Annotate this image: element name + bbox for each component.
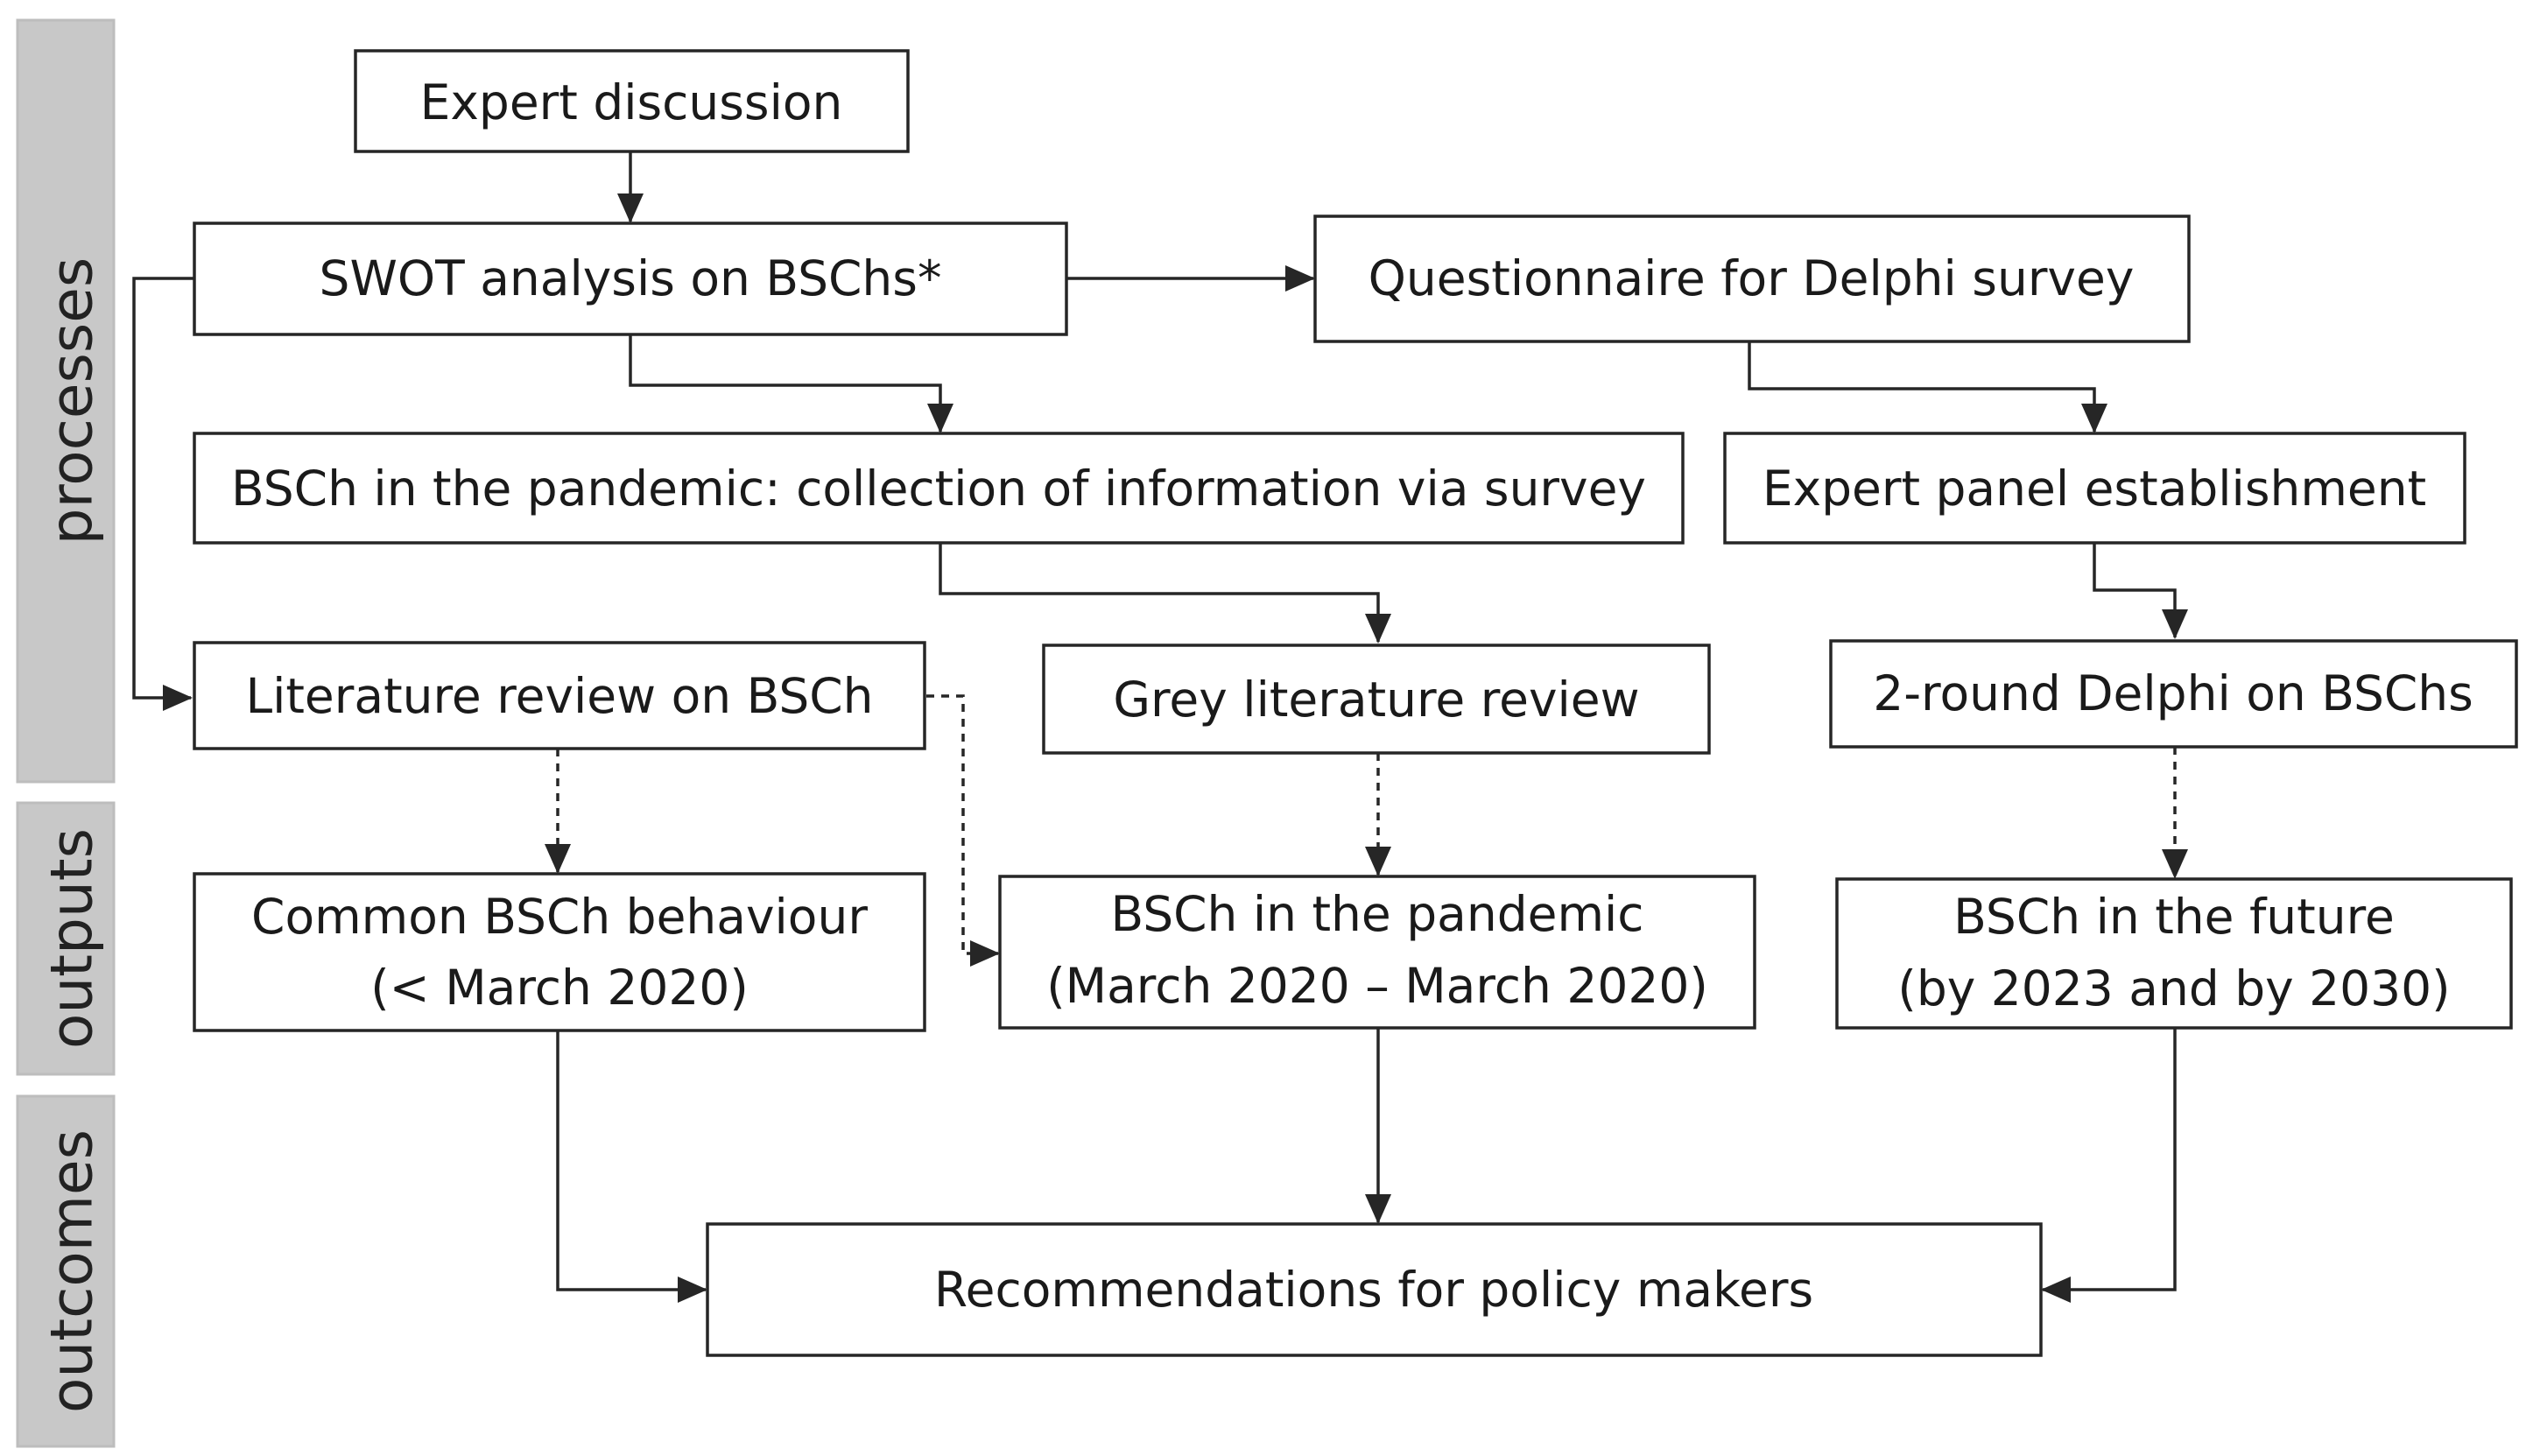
node-pandemic-output: BSCh in the pandemic (March 2020 – March… (998, 875, 1756, 1030)
edge-swot-to-literature-review (132, 277, 194, 711)
edge-expert-panel-to-delphi (2093, 543, 2188, 639)
node-pandemic-survey: BSCh in the pandemic: collection of info… (193, 432, 1685, 545)
node-delphi-rounds: 2-round Delphi on BSChs (1829, 639, 2518, 749)
node-label-line-2: (< March 2020) (370, 960, 749, 1016)
edge-literature-to-pandemic-output (926, 694, 1000, 967)
node-questionnaire: Questionnaire for Delphi survey (1313, 215, 2191, 343)
stage-label-outputs: outputs (39, 828, 106, 1049)
node-label: Questionnaire for Delphi survey (1369, 250, 2135, 306)
node-label-line-2: (March 2020 – March 2020) (1046, 958, 1708, 1014)
stage-band-outcomes: outcomes (16, 1094, 116, 1448)
node-label-line-1: BSCh in the future (1953, 889, 2395, 945)
node-expert-discussion: Expert discussion (354, 49, 910, 153)
edge-future-output-to-recommendations (2041, 1028, 2177, 1303)
stage-label-processes: processes (39, 257, 106, 545)
node-label: BSCh in the pandemic: collection of info… (231, 461, 1646, 517)
connectors (132, 151, 2188, 1303)
node-label-line-1: BSCh in the pandemic (1110, 886, 1643, 942)
stage-band-processes: processes (16, 18, 116, 784)
node-common-behaviour: Common BSCh behaviour (< March 2020) (193, 872, 926, 1032)
node-swot-analysis: SWOT analysis on BSChs* (193, 222, 1068, 336)
node-grey-literature-review: Grey literature review (1042, 644, 1711, 755)
node-label: SWOT analysis on BSChs* (320, 250, 942, 306)
node-future-output: BSCh in the future (by 2023 and by 2030) (1835, 877, 2513, 1030)
node-label: 2-round Delphi on BSChs (1873, 665, 2473, 721)
edge-pandemic-survey-to-grey-literature (939, 543, 1391, 644)
node-label: Literature review on BSCh (245, 668, 873, 724)
edge-swot-to-pandemic-survey (629, 335, 953, 433)
stage-label-outcomes: outcomes (39, 1129, 106, 1413)
node-label-line-1: Common BSCh behaviour (251, 889, 868, 945)
node-label: Expert panel establishment (1763, 461, 2426, 517)
node-label: Expert discussion (420, 74, 843, 130)
node-literature-review: Literature review on BSCh (193, 641, 926, 750)
edge-common-behaviour-to-recommendations (556, 1030, 707, 1303)
node-label: Recommendations for policy makers (934, 1262, 1813, 1318)
stage-band-outputs: outputs (16, 801, 116, 1076)
node-label-line-2: (by 2023 and by 2030) (1897, 960, 2450, 1016)
node-expert-panel: Expert panel establishment (1723, 432, 2466, 545)
node-label: Grey literature review (1113, 672, 1639, 728)
edge-questionnaire-to-expert-panel (1748, 341, 2107, 433)
node-recommendations: Recommendations for policy makers (706, 1222, 2043, 1357)
